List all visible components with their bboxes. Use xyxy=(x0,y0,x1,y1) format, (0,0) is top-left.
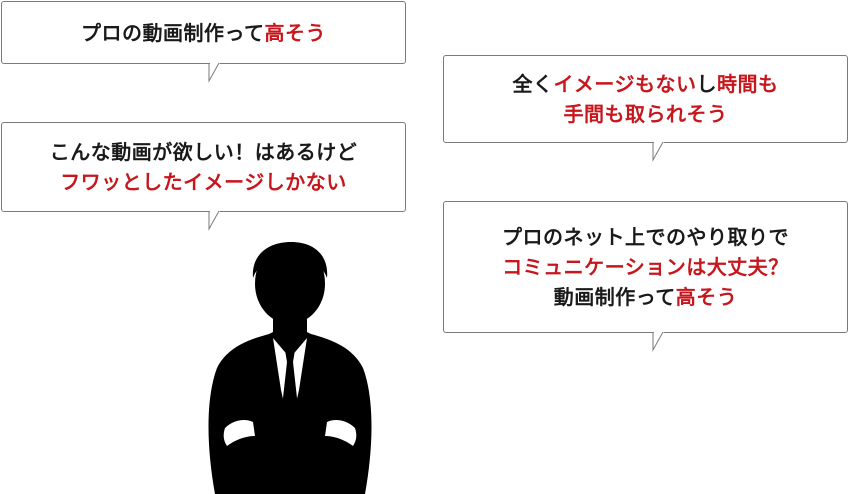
highlight-text: 時間も xyxy=(717,72,779,96)
text-segment: し xyxy=(696,72,718,96)
speech-bubble-3-line-1: 全くイメージもないし時間も xyxy=(512,69,778,99)
businessman-silhouette-icon xyxy=(208,242,372,494)
text-segment: プロのネット上でのやり取りで xyxy=(502,225,789,249)
hand-left xyxy=(229,438,259,458)
shirt-cuff-right xyxy=(325,420,357,446)
speech-bubble-3: 全くイメージもないし時間も 手間も取られそう xyxy=(443,55,848,143)
text-segment: こんな動画が欲しい！はあるけど xyxy=(49,140,358,164)
hand-right xyxy=(321,438,351,458)
head-shape xyxy=(255,246,325,324)
tie-shape xyxy=(281,350,299,430)
speech-bubble-2-tail xyxy=(208,210,220,231)
speech-bubble-4-text: プロのネット上でのやり取りで コミュニケーションは大丈夫？ 動画制作って高そう xyxy=(502,222,789,312)
speech-bubble-4: プロのネット上でのやり取りで コミュニケーションは大丈夫？ 動画制作って高そう xyxy=(443,201,848,333)
speech-bubble-4-line-1: プロのネット上でのやり取りで xyxy=(502,222,789,252)
text-segment: 全く xyxy=(512,72,554,96)
shirt-cuff-left xyxy=(223,420,255,446)
text-segment: 動画制作って xyxy=(553,285,676,309)
speech-bubble-2-line-2: フワッとしたイメージしかない xyxy=(50,167,358,197)
hair-shape xyxy=(252,242,328,278)
highlight-text: イメージもない xyxy=(553,72,697,96)
speech-bubble-1-text: プロの動画制作って高そう xyxy=(81,18,326,48)
speech-bubble-1: プロの動画制作って高そう xyxy=(1,1,406,64)
speech-bubble-4-tail xyxy=(652,331,664,352)
speech-bubble-2-line-1: こんな動画が欲しい！はあるけど xyxy=(50,137,358,167)
speech-bubble-1-line-1: プロの動画制作って高そう xyxy=(81,18,326,48)
highlight-text: 手間も取られそう xyxy=(563,102,728,126)
highlight-text: 高そう xyxy=(675,285,738,309)
speech-bubble-3-text: 全くイメージもないし時間も 手間も取られそう xyxy=(512,69,778,129)
highlight-text: 高そう xyxy=(264,20,326,45)
highlight-text: フワッとしたイメージしかない xyxy=(60,170,347,194)
speech-bubble-4-line-3: 動画制作って高そう xyxy=(502,282,789,312)
text-segment: プロの動画制作って xyxy=(81,20,265,45)
speech-bubble-4-line-2: コミュニケーションは大丈夫？ xyxy=(502,252,789,282)
speech-bubble-1-tail xyxy=(208,62,220,83)
speech-bubble-2: こんな動画が欲しい！はあるけど フワッとしたイメージしかない xyxy=(1,122,406,212)
highlight-text: コミュニケーションは大丈夫？ xyxy=(502,255,789,279)
speech-bubble-3-tail xyxy=(652,141,664,162)
speech-bubble-2-text: こんな動画が欲しい！はあるけど フワッとしたイメージしかない xyxy=(50,137,358,197)
speech-bubble-3-line-2: 手間も取られそう xyxy=(512,99,778,129)
